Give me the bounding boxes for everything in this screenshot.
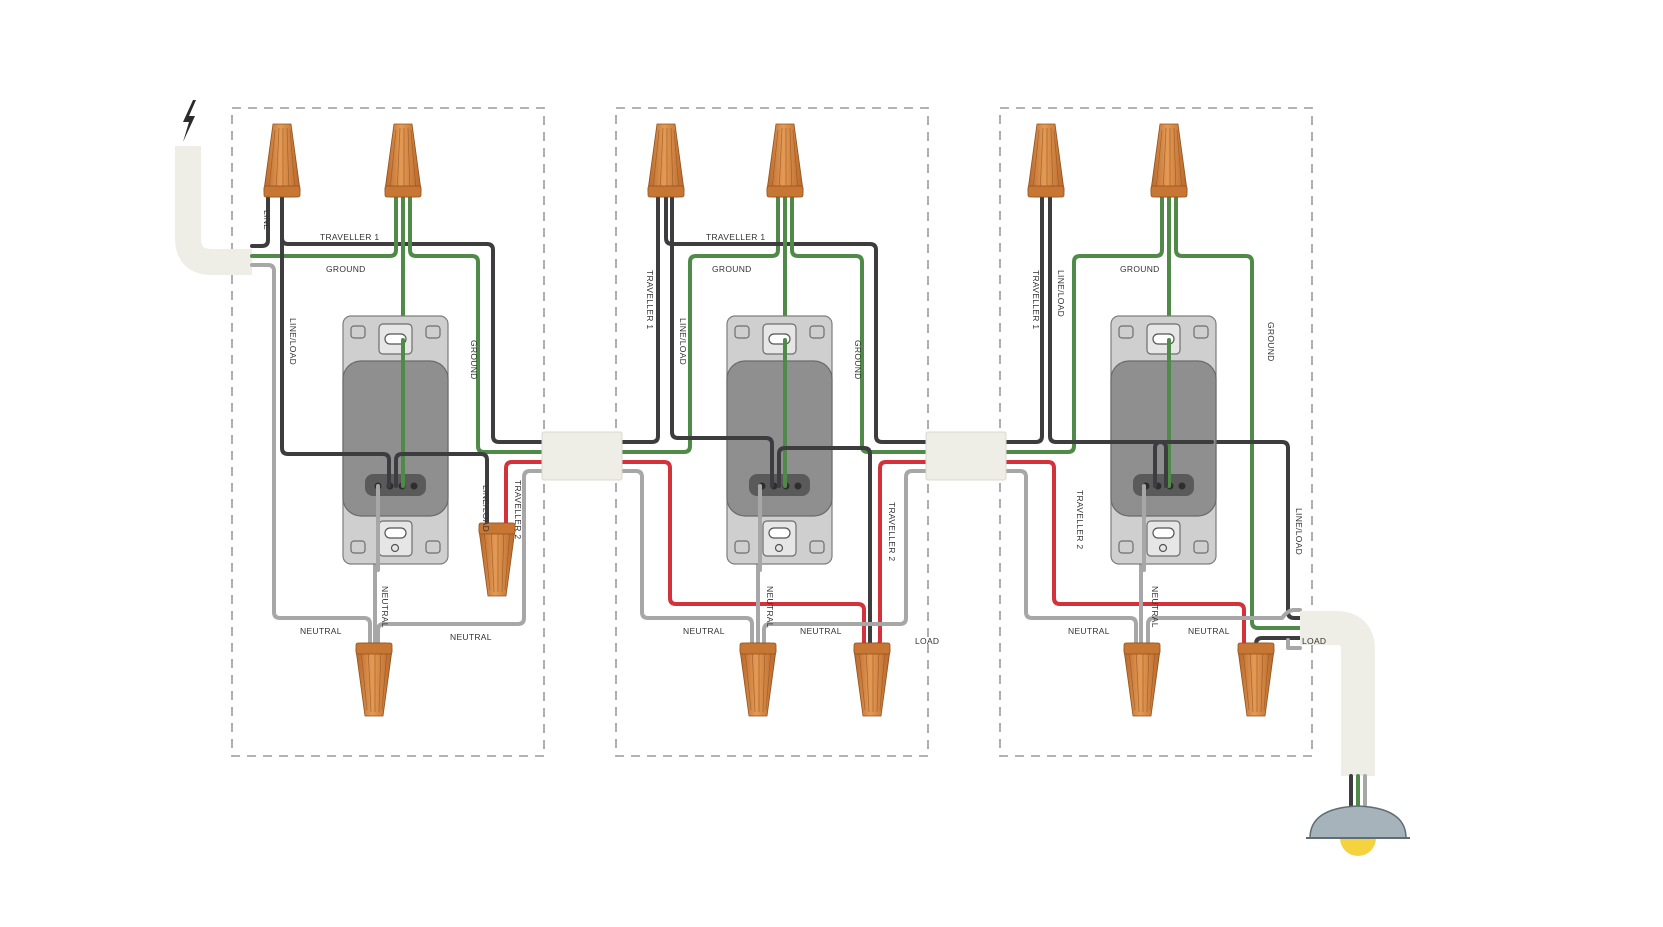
fixture-wires	[1349, 774, 1367, 810]
conduit-1-2	[541, 431, 623, 481]
label-ground: GROUND	[326, 264, 366, 274]
label-ground-vertical: GROUND	[469, 340, 479, 380]
label-line-load-2: LINE/LOAD	[1294, 508, 1304, 555]
label-traveller-2: TRAVELLER 2	[887, 502, 897, 561]
wire-nut-traveller-1	[1027, 123, 1065, 198]
wire-nut-traveller-1	[647, 123, 685, 198]
label-neutral-left: NEUTRAL	[1068, 626, 1110, 636]
label-line-load: LINE/LOAD	[288, 318, 298, 365]
label-neutral-right: NEUTRAL	[800, 626, 842, 636]
label-traveller-1: TRAVELLER 1	[706, 232, 765, 242]
conduit-2-3	[925, 431, 1007, 481]
lightning-bolt-icon	[183, 100, 196, 142]
label-load: LOAD	[915, 636, 939, 646]
label-neutral-vertical: NEUTRAL	[380, 586, 390, 628]
label-line-load: LINE/LOAD	[1056, 270, 1066, 317]
label-neutral-right: NEUTRAL	[1188, 626, 1230, 636]
dimmer-switch-1	[342, 315, 449, 565]
switch-terminal-wires	[289, 338, 1214, 572]
wire-nut-neutral	[739, 642, 777, 717]
wire-nut-neutral	[355, 642, 393, 717]
label-ground: GROUND	[712, 264, 752, 274]
wire-nut-neutral	[1123, 642, 1161, 717]
label-line-load-2: LINE/LOAD	[481, 485, 491, 532]
label-ground-vertical: GROUND	[1266, 322, 1276, 362]
wire-nut-ground	[1150, 123, 1188, 198]
box3-wires	[1004, 188, 1302, 650]
label-neutral-vertical: NEUTRAL	[1150, 586, 1160, 628]
label-neutral-right: NEUTRAL	[450, 632, 492, 642]
label-line: LINE	[262, 210, 272, 230]
wire-nut-ground	[384, 123, 422, 198]
ceiling-lamp-icon	[1306, 805, 1410, 856]
wire-nut-load	[853, 642, 891, 717]
label-traveller-1-vertical: TRAVELLER 1	[1031, 270, 1041, 329]
label-traveller-1-vertical: TRAVELLER 1	[645, 270, 655, 329]
label-load: LOAD	[1302, 636, 1326, 646]
label-neutral-left: NEUTRAL	[300, 626, 342, 636]
wire-nut-load	[1237, 642, 1275, 717]
supply-conduit	[175, 146, 252, 275]
label-traveller-2: TRAVELLER 2	[513, 480, 523, 539]
label-traveller-2: TRAVELLER 2	[1075, 490, 1085, 549]
label-line-load: LINE/LOAD	[678, 318, 688, 365]
wire-nut-ground	[766, 123, 804, 198]
label-neutral-left: NEUTRAL	[683, 626, 725, 636]
label-ground: GROUND	[1120, 264, 1160, 274]
wire-nut-line	[263, 123, 301, 198]
wire-nut-traveller	[478, 522, 516, 597]
label-traveller-1: TRAVELLER 1	[320, 232, 379, 242]
load-conduit	[1300, 611, 1375, 776]
label-ground-vertical: GROUND	[853, 340, 863, 380]
label-neutral-vertical: NEUTRAL	[765, 586, 775, 628]
